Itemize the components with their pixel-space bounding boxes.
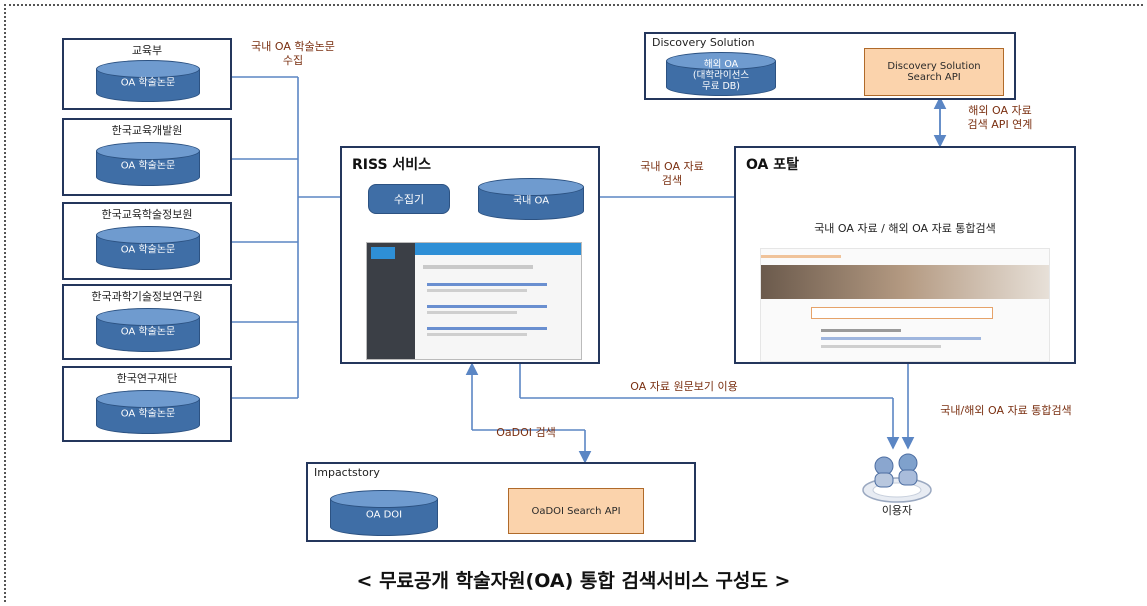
database-label: 해외 OA (대학라이선스 무료 DB) <box>692 59 750 93</box>
discovery-box: Discovery Solution 해외 OA (대학라이선스 무료 DB) … <box>644 32 1016 100</box>
database-label: OA 학술논문 <box>120 408 176 420</box>
oadoi-search-label: OaDOI 검색 <box>496 426 556 439</box>
database-icon: OA 학술논문 <box>96 390 200 434</box>
source-name: 교육부 <box>131 44 163 57</box>
oa-portal-screenshot <box>760 248 1050 362</box>
database-icon: OA 학술논문 <box>96 60 200 102</box>
database-icon: 해외 OA (대학라이선스 무료 DB) <box>666 52 776 96</box>
user-label: 이용자 <box>881 504 913 517</box>
source-name: 한국교육개발원 <box>111 124 183 137</box>
source-name: 한국과학기술정보연구원 <box>91 290 203 303</box>
overseas-api-label: 해외 OA 자료 검색 API 연계 <box>967 104 1033 131</box>
source-name: 한국연구재단 <box>116 372 178 385</box>
source-box-2: 한국교육개발원 OA 학술논문 <box>62 118 232 196</box>
database-label: OA 학술논문 <box>120 160 176 172</box>
impactstory-box: Impactstory OA DOI OaDOI Search API <box>306 462 696 542</box>
user-icon <box>862 453 932 503</box>
impactstory-title: Impactstory <box>314 466 380 479</box>
domestic-search-label: 국내 OA 자료 검색 <box>640 160 704 187</box>
collect-label: 국내 OA 학술논문 수집 <box>251 40 335 67</box>
database-label: OA 학술논문 <box>120 326 176 338</box>
original-view-label: OA 자료 원문보기 이용 <box>630 380 738 393</box>
database-icon: 국내 OA <box>478 178 584 220</box>
source-name: 한국교육학술정보원 <box>101 208 193 221</box>
database-icon: OA 학술논문 <box>96 226 200 270</box>
database-label: 국내 OA <box>512 195 550 207</box>
database-icon: OA 학술논문 <box>96 308 200 352</box>
collector-node: 수집기 <box>368 184 450 214</box>
database-label: OA 학술논문 <box>120 77 176 89</box>
source-box-3: 한국교육학술정보원 OA 학술논문 <box>62 202 232 280</box>
source-box-4: 한국과학기술정보연구원 OA 학술논문 <box>62 284 232 360</box>
database-icon: OA DOI <box>330 490 438 536</box>
source-box-1: 교육부 OA 학술논문 <box>62 38 232 110</box>
database-label: OA 학술논문 <box>120 244 176 256</box>
dotted-frame <box>4 4 1143 602</box>
database-icon: OA 학술논문 <box>96 142 200 186</box>
oadoi-api-node: OaDOI Search API <box>508 488 644 534</box>
riss-box: RISS 서비스 수집기 국내 OA <box>340 146 600 364</box>
diagram-caption: < 무료공개 학술자원(OA) 통합 검색서비스 구성도 > <box>356 570 791 592</box>
riss-title: RISS 서비스 <box>352 157 432 173</box>
source-box-5: 한국연구재단 OA 학술논문 <box>62 366 232 442</box>
integrated-search-title: 국내 OA 자료 / 해외 OA 자료 통합검색 <box>814 222 996 235</box>
oa-portal-box: OA 포탈 국내 OA 자료 / 해외 OA 자료 통합검색 <box>734 146 1076 364</box>
database-label: OA DOI <box>365 509 403 521</box>
riss-screenshot <box>366 242 582 360</box>
oa-portal-title: OA 포탈 <box>746 157 799 173</box>
discovery-title: Discovery Solution <box>652 36 755 49</box>
discovery-api-node: Discovery Solution Search API <box>864 48 1004 96</box>
integrated-search-label: 국내/해외 OA 자료 통합검색 <box>940 404 1072 417</box>
